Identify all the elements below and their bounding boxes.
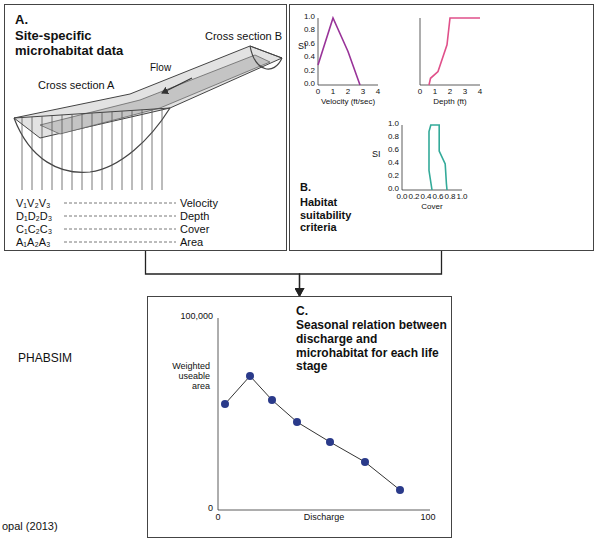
axis-title: Depth (ft) xyxy=(433,98,466,107)
tick-label: 0 xyxy=(215,513,220,523)
axis-title: Cover xyxy=(421,203,442,212)
tick-label: 3 xyxy=(463,88,467,97)
tick-label: 0.0 xyxy=(304,80,315,89)
panel-letter: B. xyxy=(300,181,360,194)
tick-label: 1 xyxy=(331,88,335,97)
variable-symbols: C₁C₂C₃ xyxy=(16,223,52,235)
tick-label: 0.6 xyxy=(388,146,399,155)
panel-title: Site-specific microhabitat data xyxy=(15,29,155,59)
tick-label: 0.6 xyxy=(432,193,443,202)
axis-title: Weighted useable area xyxy=(158,362,210,392)
tick-label: 0 xyxy=(418,88,422,97)
panel-title: Habitat suitability criteria xyxy=(300,196,374,234)
tick-label: 1 xyxy=(433,88,437,97)
panel-letter: A. xyxy=(15,13,75,28)
tick-label: 0.8 xyxy=(388,133,399,142)
variable-name: Depth xyxy=(180,210,209,222)
variable-symbols: A₁A₂A₃ xyxy=(16,236,50,248)
panel-letter: C. xyxy=(296,305,356,319)
panel-title: Seasonal relation between discharge and … xyxy=(296,319,448,374)
tick-label: 0.4 xyxy=(304,53,315,62)
tick-label: 0.2 xyxy=(408,193,419,202)
flow-label: Flow xyxy=(150,62,171,73)
tick-label: 4 xyxy=(376,88,380,97)
variable-name: Velocity xyxy=(180,197,218,209)
tick-label: 0 xyxy=(208,504,213,514)
tick-label: 3 xyxy=(361,88,365,97)
tick-label: 0.6 xyxy=(304,40,315,49)
panel: B. Habitat suitability criteria xyxy=(289,4,594,251)
section-label: Cross section A xyxy=(38,79,114,91)
tick-label: 0.2 xyxy=(304,67,315,76)
variable-symbols: V₁V₂V₃ xyxy=(16,197,50,209)
tick-label: 0.0 xyxy=(396,193,407,202)
variable-name: Area xyxy=(180,236,203,248)
tick-label: 1.0 xyxy=(388,120,399,129)
suitability-charts xyxy=(318,18,480,190)
panel: C.Seasonal relation between discharge an… xyxy=(147,296,452,538)
tick-label: 1.0 xyxy=(304,13,315,22)
model-name: PHABSIM xyxy=(18,352,72,365)
flow-connector xyxy=(146,251,300,296)
axis-title: Velocity (ft/sec) xyxy=(321,98,375,107)
tick-label: 0 xyxy=(316,88,320,97)
tick-label: 0.4 xyxy=(388,159,399,168)
axis-title: SI xyxy=(372,150,381,160)
tick-label: 4 xyxy=(478,88,482,97)
tick-label: 2 xyxy=(448,88,452,97)
variable-name: Cover xyxy=(180,223,209,235)
tick-label: 0.2 xyxy=(388,172,399,181)
tick-label: 0.4 xyxy=(420,193,431,202)
tick-label: 2 xyxy=(346,88,350,97)
caption: opal (2013) xyxy=(2,520,58,532)
tick-label: 100 xyxy=(420,513,435,523)
section-label: Cross section B xyxy=(205,30,282,42)
stream-reach xyxy=(14,46,282,242)
tick-label: 1.0 xyxy=(456,193,467,202)
tick-label: 100,000 xyxy=(180,312,213,322)
tick-label: 0.8 xyxy=(304,26,315,35)
variable-symbols: D₁D₂D₃ xyxy=(16,210,52,222)
tick-label: 0.8 xyxy=(444,193,455,202)
axis-title: Discharge xyxy=(304,513,345,523)
flow-connector xyxy=(300,251,442,296)
